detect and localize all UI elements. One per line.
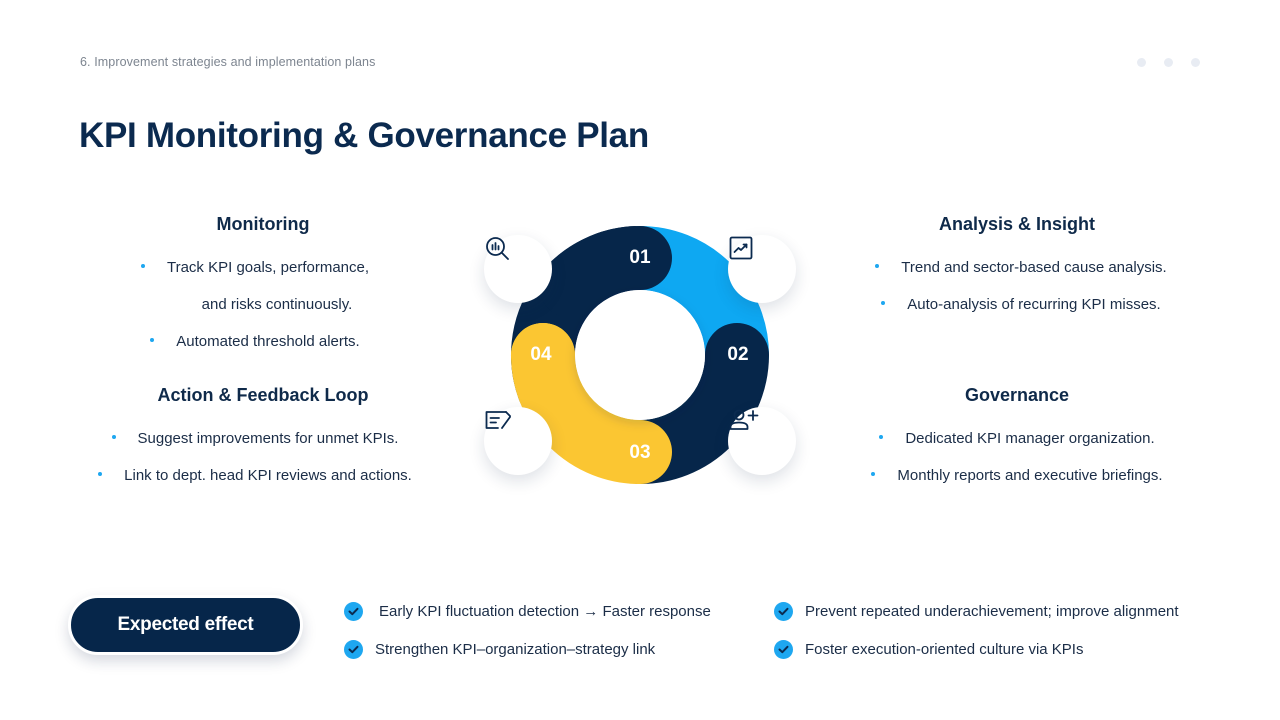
- bullet-icon: [140, 264, 145, 269]
- segment-number-04: 04: [530, 344, 552, 365]
- page-dot: [1164, 58, 1173, 67]
- check-icon: [344, 602, 363, 621]
- check-icon: [344, 640, 363, 659]
- list-item: Monthly reports and executive briefings.: [834, 467, 1200, 484]
- governance-title: Governance: [964, 385, 1070, 405]
- check-icon: [774, 602, 793, 621]
- analysis-insight-title: Analysis & Insight: [938, 214, 1096, 234]
- bullet-icon: [879, 435, 884, 440]
- add-user-icon: [729, 409, 759, 430]
- bullet-icon: [871, 472, 876, 477]
- list-item: Track KPI goals, performance,: [72, 259, 438, 276]
- action-feedback-title: Action & Feedback Loop: [157, 385, 369, 405]
- trend-chart-icon: [729, 236, 753, 260]
- expected-effect-badge: Expected effect: [68, 595, 303, 655]
- monitoring-block: Monitoring Track KPI goals, performance,…: [80, 214, 446, 350]
- bullet-icon: [98, 472, 103, 477]
- bullet-icon: [875, 264, 880, 269]
- action-feedback-block: Action & Feedback Loop Suggest improveme…: [80, 385, 446, 484]
- segment-01-head: [539, 226, 672, 319]
- monitoring-title: Monitoring: [216, 214, 310, 234]
- list-item: Link to dept. head KPI reviews and actio…: [72, 467, 438, 484]
- analysis-icon-bubble: [728, 235, 796, 303]
- cycle-ring: [511, 226, 769, 484]
- list-item: Dedicated KPI manager organization.: [834, 430, 1200, 447]
- list-item: Suggest improvements for unmet KPIs.: [72, 430, 438, 447]
- check-icon: [774, 640, 793, 659]
- bullet-icon: [881, 301, 886, 306]
- page-title: KPI Monitoring & Governance Plan: [79, 116, 649, 155]
- list-item: Auto-analysis of recurring KPI misses.: [838, 296, 1204, 313]
- effect-item: Foster execution-oriented culture via KP…: [774, 640, 1083, 659]
- page-dot: [1191, 58, 1200, 67]
- segment-number-02: 02: [727, 344, 749, 365]
- action-icon-bubble: [484, 407, 552, 475]
- bullet-icon: [150, 338, 155, 343]
- edit-document-icon: [485, 411, 511, 429]
- effect-item: Strengthen KPI–organization–strategy lin…: [344, 640, 655, 659]
- page-dot: [1137, 58, 1146, 67]
- page-dots: [1137, 58, 1200, 67]
- analysis-insight-block: Analysis & Insight Trend and sector-base…: [834, 214, 1200, 313]
- bullet-icon: [111, 435, 116, 440]
- effect-item: Prevent repeated underachievement; impro…: [774, 602, 1179, 621]
- segment-number-01: 01: [629, 247, 651, 268]
- search-chart-icon: [486, 237, 509, 260]
- cycle-diagram: 01 02 03 04: [470, 210, 810, 510]
- governance-block: Governance Dedicated KPI manager organiz…: [834, 385, 1200, 484]
- list-item: Automated threshold alerts.: [72, 333, 438, 350]
- monitoring-icon-bubble: [484, 235, 552, 303]
- list-item: and risks continuously.: [201, 296, 353, 313]
- effect-item: Early KPI fluctuation detection → Faster…: [344, 602, 711, 621]
- list-item: Trend and sector-based cause analysis.: [838, 259, 1204, 276]
- breadcrumb: 6. Improvement strategies and implementa…: [80, 55, 376, 69]
- segment-number-03: 03: [629, 442, 651, 463]
- governance-icon-bubble: [728, 407, 796, 475]
